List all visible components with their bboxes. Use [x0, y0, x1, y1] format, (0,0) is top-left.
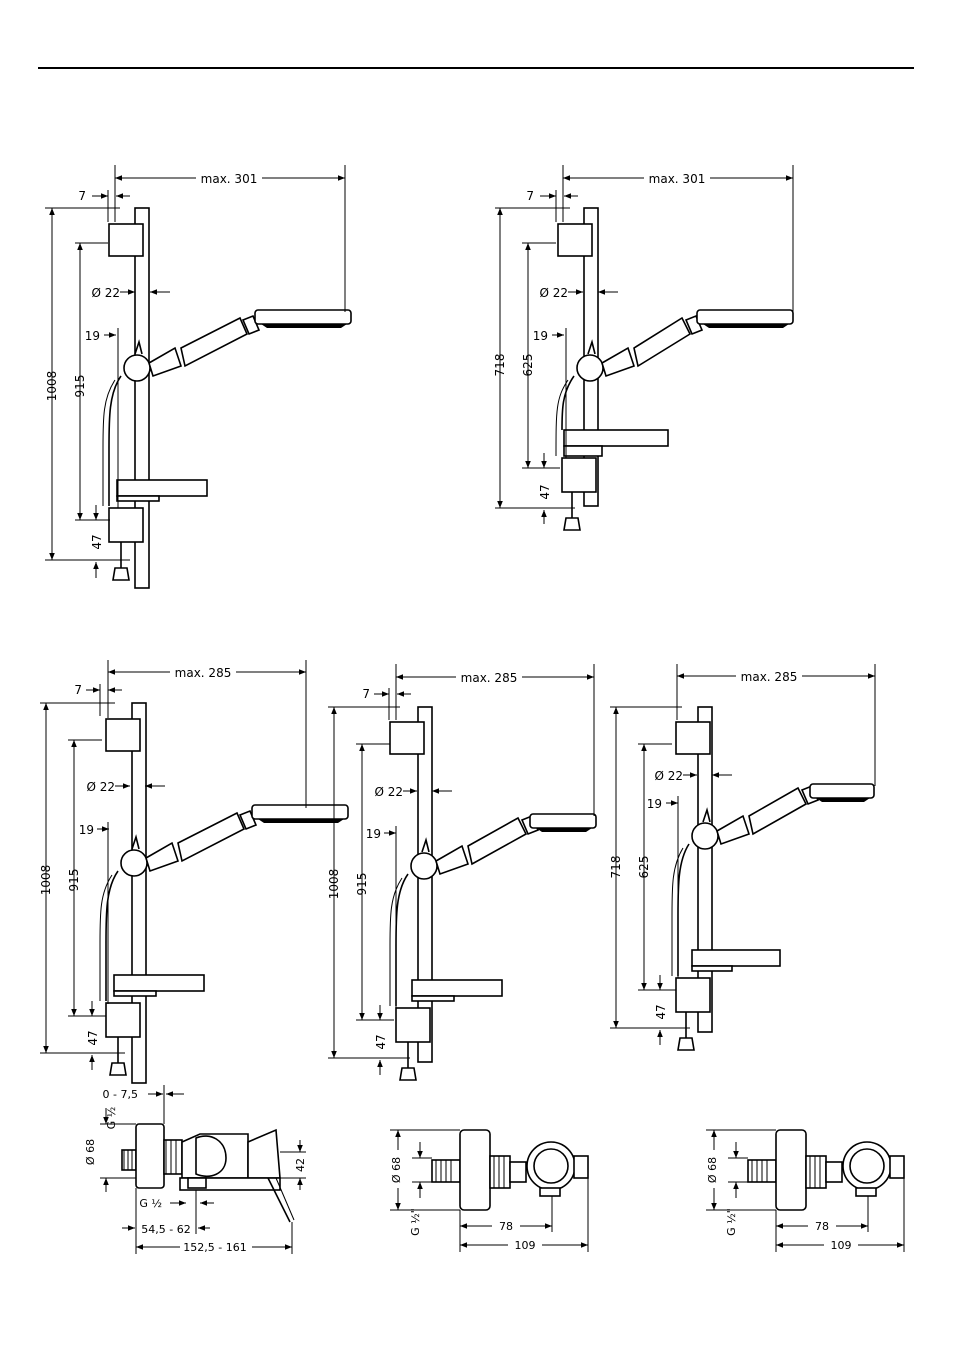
max-reach-label: max. 301 — [201, 172, 258, 186]
total-width-label: 152,5 - 161 — [183, 1241, 246, 1254]
bracket-spacing-label: 915 — [73, 375, 87, 398]
arm-offset-label: 19 — [85, 329, 100, 343]
bottom-offset-label: 47 — [86, 1030, 100, 1045]
thread-bottom-label: G ½ — [139, 1197, 162, 1210]
total-height-label: 1008 — [327, 869, 341, 900]
bracket-spacing-label: 625 — [521, 354, 535, 377]
drawing-d: max. 285 7 Ø 22 19 1008 915 47 — [327, 664, 596, 1080]
total-height-label: 718 — [609, 856, 623, 879]
max-reach-label: max. 285 — [175, 666, 232, 680]
drawing-e: max. 285 Ø 22 19 718 625 47 — [609, 664, 875, 1050]
body-diameter-label: Ø 68 — [84, 1139, 97, 1165]
body-diameter-label: Ø 68 — [706, 1157, 719, 1183]
arm-offset-label: 19 — [79, 823, 94, 837]
rail-diameter-label: Ø 22 — [91, 286, 120, 300]
max-reach-label: max. 285 — [741, 670, 798, 684]
bracket-spacing-label: 915 — [355, 873, 369, 896]
bottom-offset-label: 47 — [538, 484, 552, 499]
arm-offset-label: 19 — [366, 827, 381, 841]
rail-diameter-label: Ø 22 — [654, 769, 683, 783]
max-reach-label: max. 301 — [649, 172, 706, 186]
rail-diameter-label: Ø 22 — [86, 780, 115, 794]
depth-78-label: 78 — [499, 1220, 513, 1233]
bracket-spacing-label: 625 — [637, 856, 651, 879]
drawing-b: max. 301 7 Ø 22 19 718 625 47 — [493, 165, 793, 530]
total-height-label: 718 — [493, 354, 507, 377]
wall-offset-label: 0 - 7,5 — [103, 1088, 138, 1101]
bottom-offset-label: 47 — [374, 1034, 388, 1049]
bracket-spacing-label: 915 — [67, 869, 81, 892]
depth-109-label: 109 — [831, 1239, 852, 1252]
drawing-c: max. 285 7 Ø 22 19 1008 915 47 — [39, 660, 348, 1083]
rail-diameter-label: Ø 22 — [374, 785, 403, 799]
wall-offset-label: 7 — [362, 687, 370, 701]
thread-label: G ½" — [725, 1208, 738, 1236]
thread-label: G ½" — [409, 1208, 422, 1236]
body-diameter-label: Ø 68 — [390, 1157, 403, 1183]
arm-offset-label: 19 — [533, 329, 548, 343]
thread-top-label: G ½ — [105, 1107, 118, 1130]
mixer-3: Ø 68 G ½" 78 109 — [704, 1130, 904, 1252]
total-height-label: 1008 — [39, 865, 53, 896]
mixer-1: 0 - 7,5 G ½ Ø 68 42 G ½ 54,5 - 62 152,5 … — [84, 1085, 308, 1254]
wall-offset-label: 7 — [74, 683, 82, 697]
depth-109-label: 109 — [515, 1239, 536, 1252]
bottom-offset-label: 47 — [654, 1004, 668, 1019]
mixer-2: Ø 68 G ½" 78 109 — [388, 1130, 588, 1252]
rail-diameter-label: Ø 22 — [539, 286, 568, 300]
wall-offset-label: 7 — [526, 189, 534, 203]
wall-offset-label: 7 — [78, 189, 86, 203]
max-reach-label: max. 285 — [461, 671, 518, 685]
arm-offset-label: 19 — [647, 797, 662, 811]
total-height-label: 1008 — [45, 371, 59, 402]
bottom-offset-label: 47 — [90, 534, 104, 549]
depth-label: 54,5 - 62 — [141, 1223, 190, 1236]
height-label: 42 — [294, 1158, 307, 1172]
depth-78-label: 78 — [815, 1220, 829, 1233]
drawing-a: max. 301 7 Ø 22 19 1008 915 47 — [45, 165, 351, 588]
